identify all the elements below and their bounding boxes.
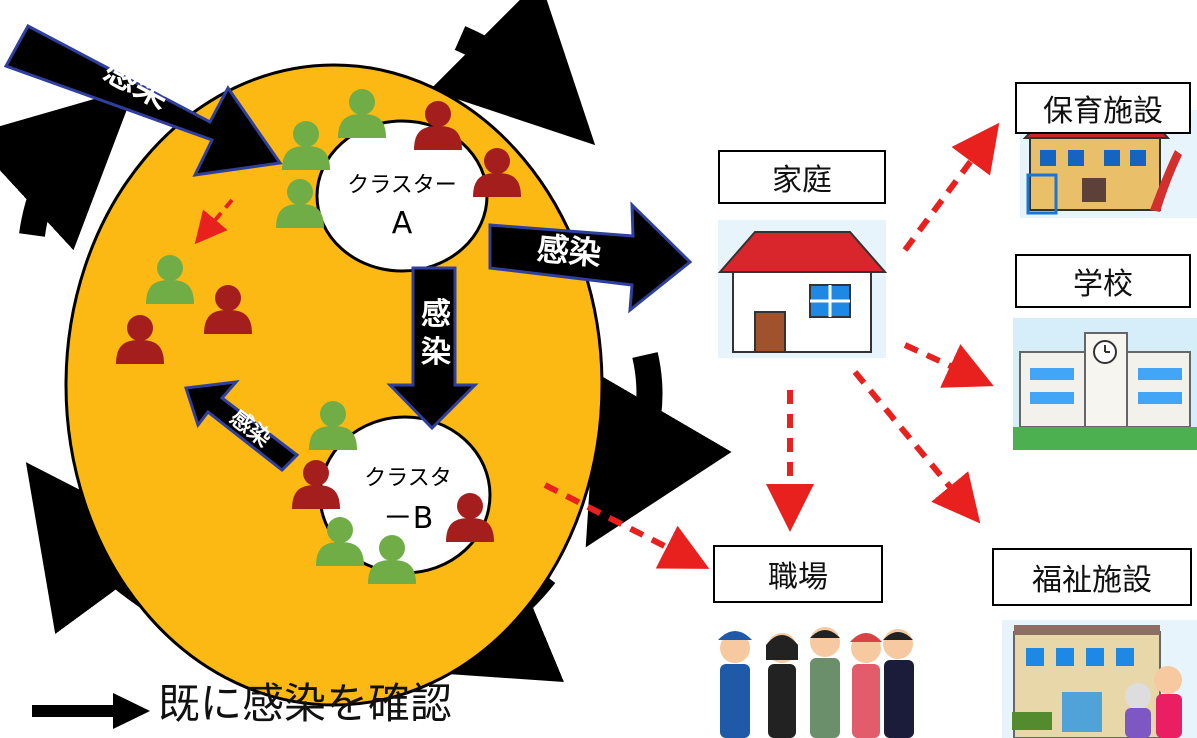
- cluster-b-label-1: クラスタ: [364, 466, 452, 491]
- infection-arrow-upleft: [184, 380, 300, 473]
- legend-text: 既に感染を確認: [158, 679, 453, 728]
- cluster-a-label-2: A: [392, 206, 413, 241]
- spread-arrow-home-to-welfare: [852, 370, 981, 524]
- infection-arrow-down: [386, 266, 479, 431]
- rotation-arrow-left: [0, 87, 136, 251]
- infection-arrow-to-home-label: 感染: [535, 229, 602, 272]
- destination-welfare-label: 福祉施設: [992, 548, 1192, 606]
- cluster-b-label-2: －B: [383, 501, 434, 536]
- infection-arrow-down-label-1: 感: [421, 297, 451, 332]
- welfare-facility-icon: [1002, 620, 1197, 738]
- infection-arrow-topleft: [3, 23, 283, 177]
- destination-nursery-label: 保育施設: [1015, 82, 1191, 134]
- destination-workplace-label: 職場: [713, 545, 883, 603]
- spread-arrow-cluster-b-to-work: [543, 482, 710, 569]
- destination-home-label: 家庭: [718, 150, 886, 204]
- destination-school-label: 学校: [1015, 254, 1191, 308]
- legend-arrow: [32, 693, 150, 729]
- infection-arrow-down-label-2: 染: [421, 335, 451, 370]
- house-icon: [717, 220, 888, 358]
- spread-arrow-home-to-school: [903, 342, 994, 388]
- cluster-a-label-1: クラスター: [347, 173, 457, 198]
- rotation-arrow-right: [585, 352, 732, 548]
- infection-arrow-to-home: [488, 201, 693, 314]
- spread-arrow-small: [194, 198, 234, 245]
- spread-arrow-home-to-nursery: [902, 122, 1000, 252]
- rotation-arrow-top: [429, 0, 596, 146]
- school-building-icon: [1013, 318, 1197, 450]
- workers-icon: [718, 627, 914, 738]
- spread-arrows: [194, 122, 1000, 569]
